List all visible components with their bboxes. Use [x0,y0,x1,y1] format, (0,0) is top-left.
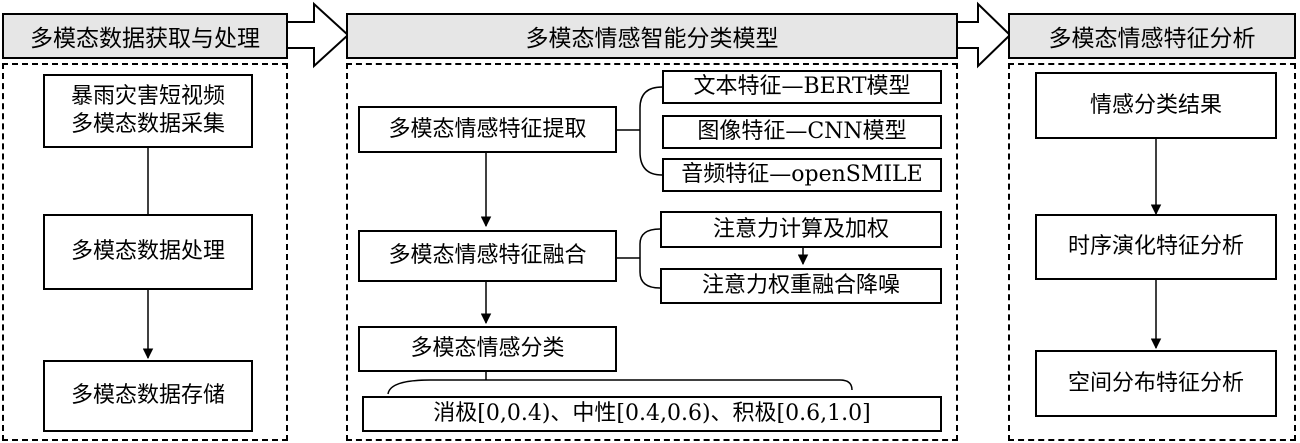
box-emotion-ranges: 消极[0,0.4)、中性[0.4,0.6)、积极[0.6,1.0] [362,396,942,432]
flow-arrow-2 [955,1,1012,69]
box-data-collection: 暴雨灾害短视频 多模态数据采集 [43,74,253,148]
box-audio-feature: 音频特征—openSMILE [662,158,942,192]
panel-classification-model [346,63,958,441]
bracket-attention [617,228,661,289]
brace-ranges [387,379,853,395]
panel-data-acquisition [2,63,288,441]
box-feature-extraction: 多模态情感特征提取 [358,106,617,153]
box-data-processing: 多模态数据处理 [43,214,253,290]
header-classification-model: 多模态情感智能分类模型 [346,13,958,59]
box-classification-result: 情感分类结果 [1035,72,1277,139]
box-temporal-analysis: 时序演化特征分析 [1035,214,1277,280]
box-feature-fusion: 多模态情感特征融合 [358,230,617,282]
collect-line-1: 暴雨灾害短视频 [70,84,225,109]
box-spatial-analysis: 空间分布特征分析 [1035,350,1277,417]
panel-feature-analysis [1008,63,1296,441]
collect-line-2: 多模态数据采集 [70,112,225,137]
box-text-feature: 文本特征—BERT模型 [662,70,942,104]
box-data-storage: 多模态数据存储 [43,360,253,432]
flow-arrow-1 [285,1,350,69]
box-attention-weighting: 注意力计算及加权 [660,211,942,248]
box-image-feature: 图像特征—CNN模型 [662,115,942,149]
header-feature-analysis: 多模态情感特征分析 [1008,13,1296,59]
header-data-acquisition: 多模态数据获取与处理 [2,13,288,59]
bracket-features [617,86,663,176]
box-attention-fusion-denoise: 注意力权重融合降噪 [660,268,942,304]
box-emotion-classification: 多模态情感分类 [358,326,617,372]
